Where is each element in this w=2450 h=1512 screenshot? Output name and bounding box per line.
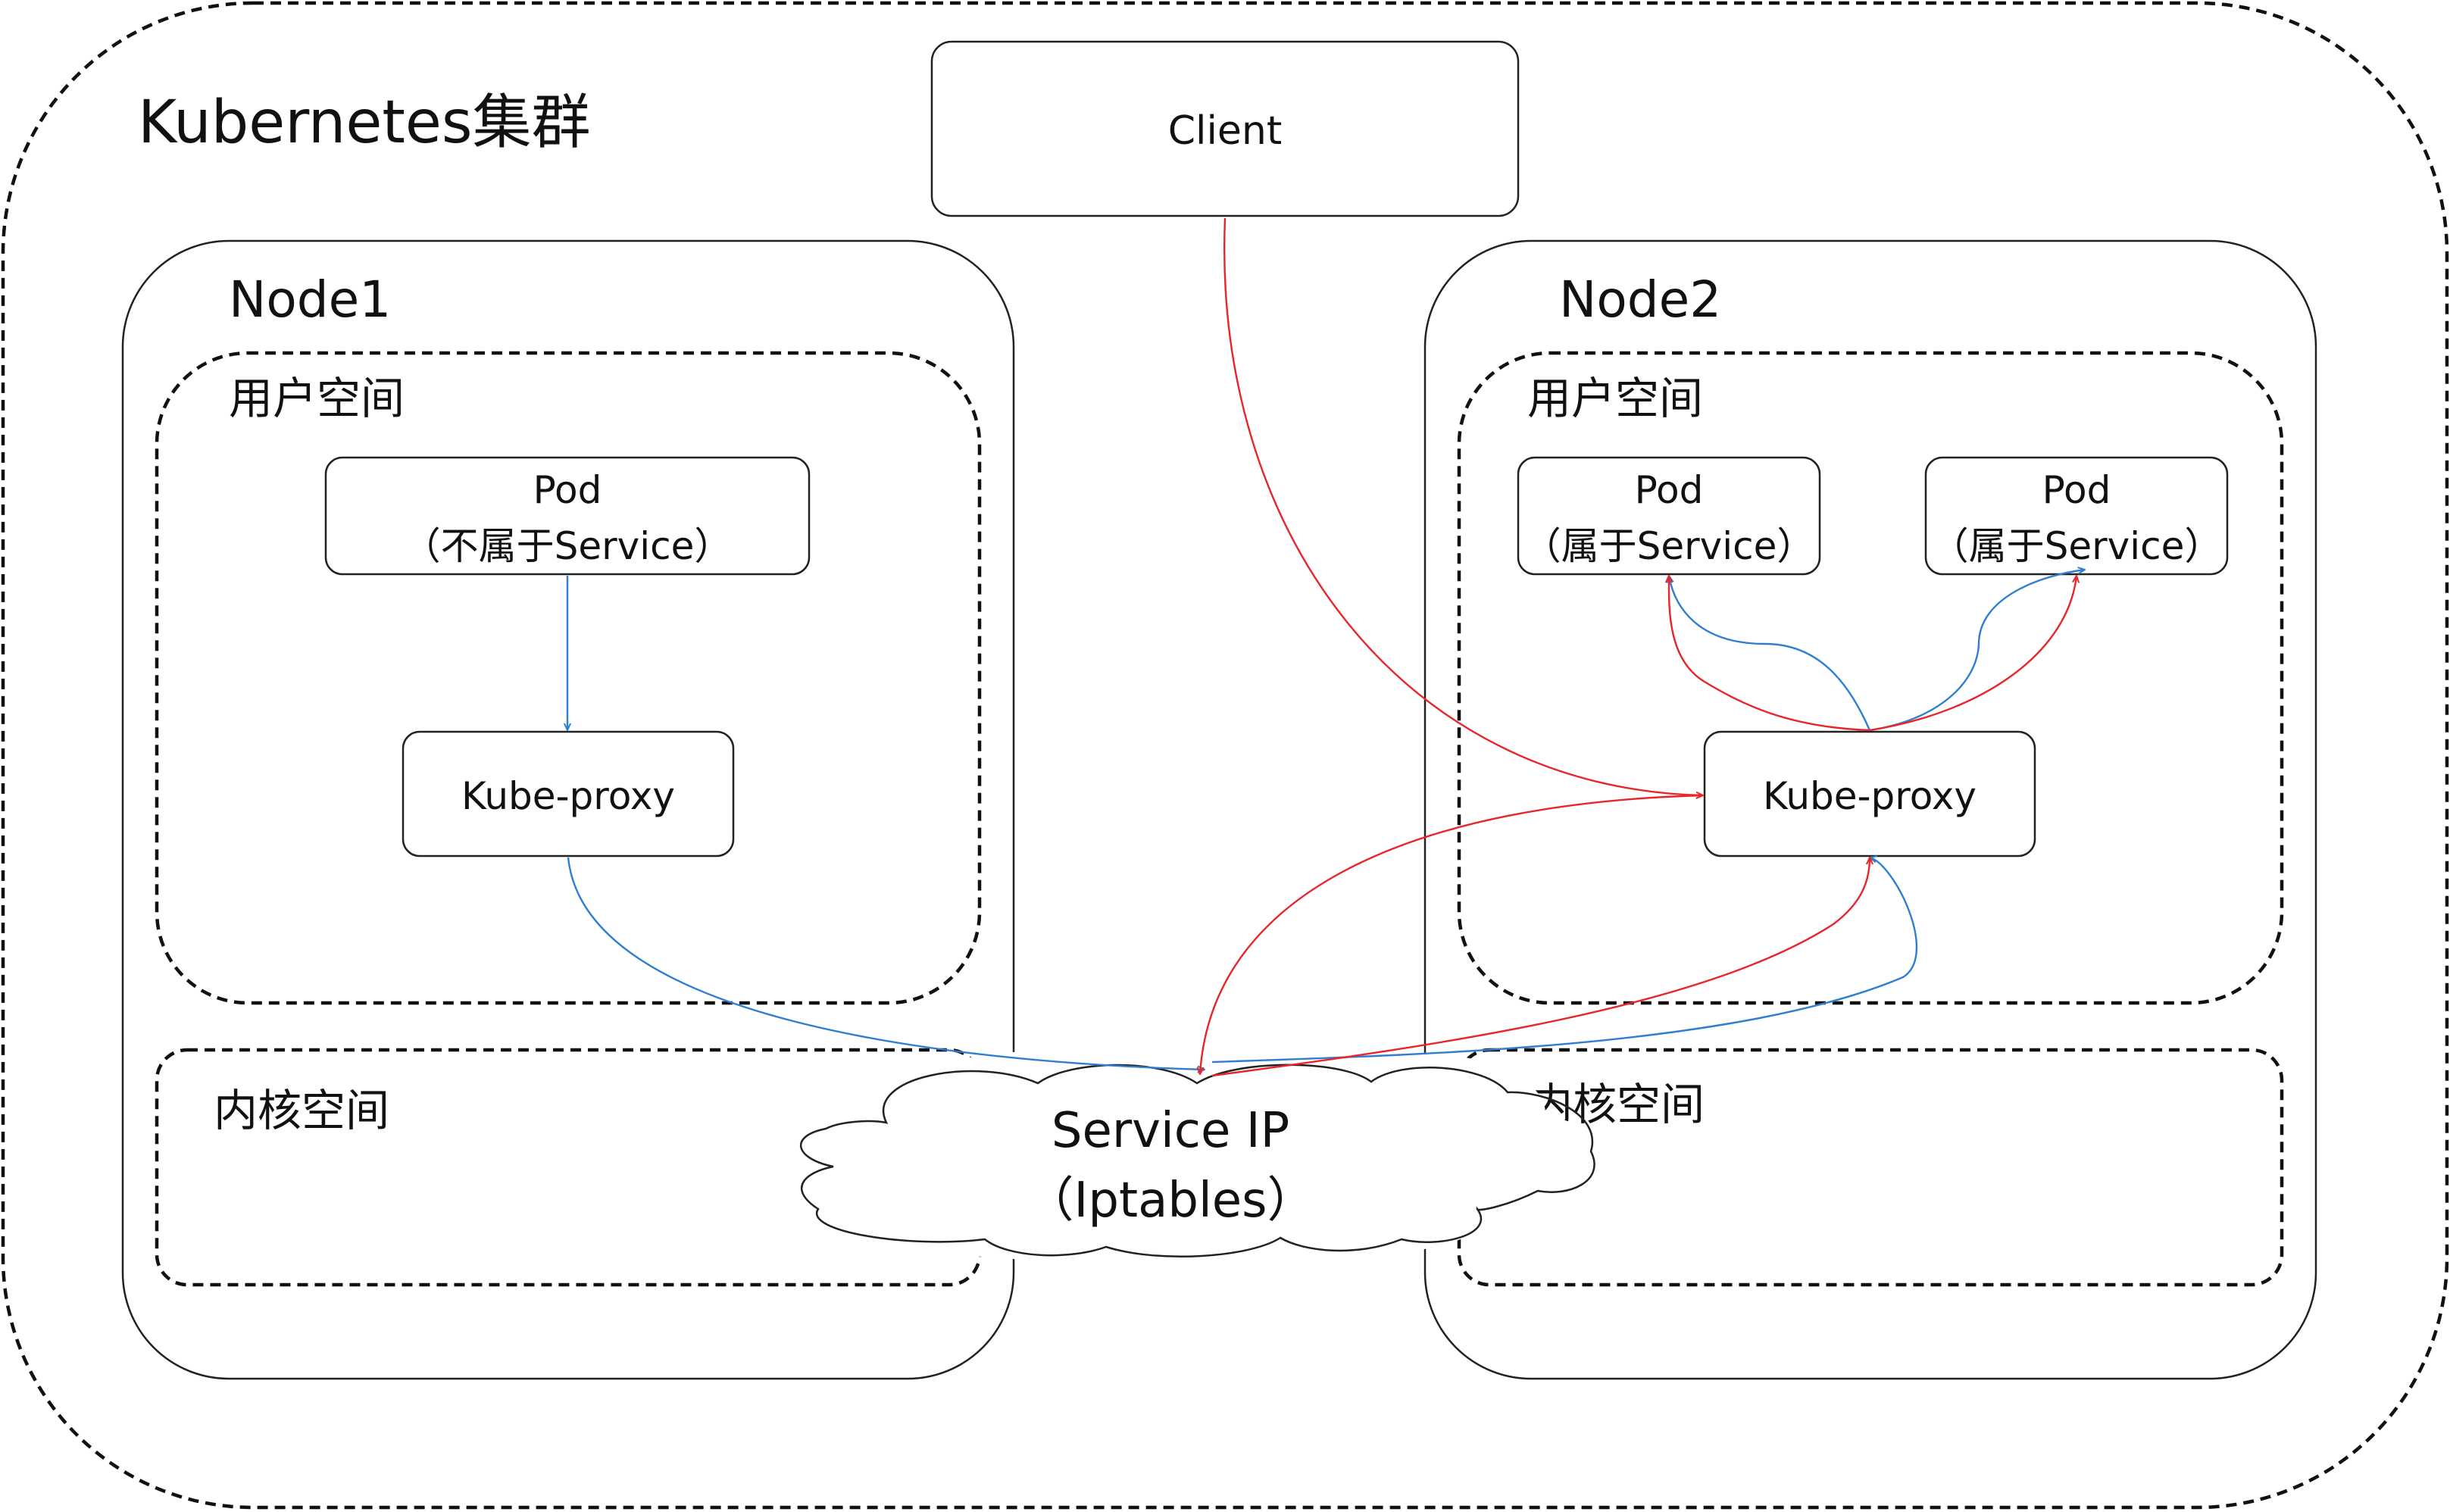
arrow-node2-kube-proxy-to-service-ip [1200, 794, 1704, 1074]
node2-kube-proxy: Kube-proxy [1703, 730, 2036, 858]
node1-pod: Pod （不属于Service） [324, 456, 811, 576]
node2-title: Node2 [1559, 270, 1721, 329]
service-ip-cloud: Service IP （Iptables） [797, 1038, 1600, 1276]
node1-pod-name: Pod [533, 468, 602, 512]
node1-title: Node1 [229, 270, 391, 329]
node2: Node2 用户空间 内核空间 Pod （属于Service） Pod （属于S… [1423, 239, 2317, 1380]
node2-pod-a: Pod （属于Service） [1517, 456, 1821, 576]
service-ip-label: Service IP [1052, 1103, 1289, 1159]
client-box: Client [930, 40, 1520, 217]
arrow-node1-kube-proxy-to-service-ip [567, 857, 1205, 1070]
arrow-node2-kube-proxy-to-pod-b-blue [1869, 570, 2085, 732]
node2-kernel-space [1457, 1048, 2284, 1287]
node1-kube-proxy: Kube-proxy [402, 730, 735, 858]
node2-pod-b-name: Pod [2042, 468, 2111, 512]
arrow-service-ip-to-node2-kube-proxy [1211, 858, 1918, 1064]
node2-user-space [1457, 351, 2284, 1005]
node2-pod-b: Pod （属于Service） [1924, 456, 2229, 576]
node1-user-space [155, 351, 982, 1005]
node2-pod-a-service-note: （属于Service） [1523, 524, 1815, 568]
arrow-node2-kube-proxy-to-pod-a-red [1669, 576, 1870, 732]
arrow-service-ip-to-node2-kube-proxy-red [1211, 858, 1870, 1077]
service-ip-iptables-label: （Iptables） [1026, 1173, 1316, 1229]
client-label: Client [1168, 108, 1283, 154]
arrow-node2-kube-proxy-to-pod-b-red [1869, 576, 2077, 732]
cluster-title: Kubernetes集群 [138, 89, 591, 157]
node1-kernel-space-label: 内核空间 [214, 1085, 389, 1136]
node2-kube-proxy-label: Kube-proxy [1763, 774, 1977, 818]
node2-pod-b-service-note: （属于Service） [1931, 524, 2223, 568]
arrow-client-to-node2-kube-proxy [1223, 217, 1703, 795]
node2-pod-a-name: Pod [1635, 468, 1704, 512]
arrow-node2-kube-proxy-to-pod-a-blue [1669, 576, 1871, 731]
node1-user-space-label: 用户空间 [229, 373, 405, 424]
node2-user-space-label: 用户空间 [1527, 373, 1703, 424]
node1-pod-service-note: （不属于Service） [403, 524, 733, 568]
node1-kube-proxy-label: Kube-proxy [461, 774, 675, 818]
